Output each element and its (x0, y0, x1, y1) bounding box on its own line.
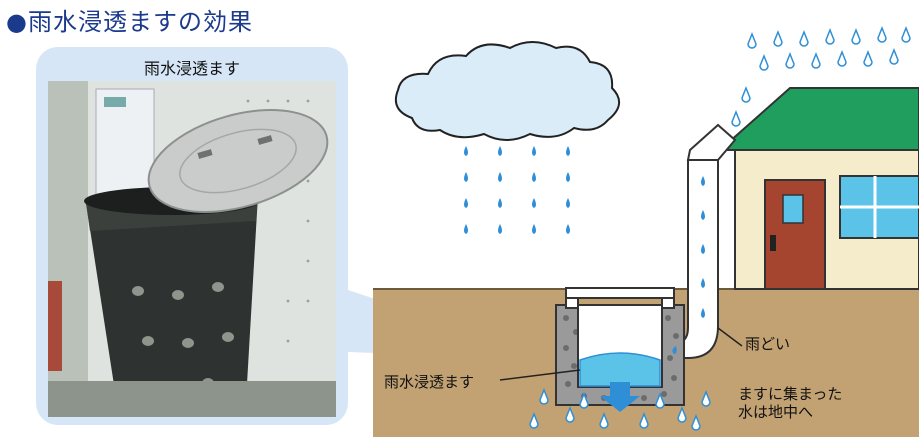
cloud-icon (394, 41, 620, 141)
downspout-leader (717, 327, 743, 347)
basin-leader (499, 369, 581, 381)
downspout-drops (672, 176, 705, 354)
page-title: ●雨水浸透ますの効果 (6, 8, 253, 36)
house (717, 87, 919, 290)
roof-rain-drops (731, 25, 911, 127)
downspout-pipe (655, 123, 737, 359)
photo-panel: 雨水浸透ます (36, 47, 348, 425)
water-note-line1: ますに集まった (738, 385, 843, 403)
roof (717, 87, 919, 151)
photo-illustration (48, 81, 336, 417)
down-arrow-icon (600, 382, 640, 412)
infiltration-basin (555, 287, 685, 412)
water-note-line2: 水は地中へ (738, 403, 814, 421)
infiltration-basin-label: 雨水浸透ます (384, 373, 475, 391)
photo-caption: 雨水浸透ます (143, 59, 240, 78)
rain-drops (464, 146, 570, 234)
infiltration-basin-photo (48, 81, 336, 417)
downspout-label: 雨どい (745, 335, 791, 353)
ground-drops (529, 387, 711, 431)
